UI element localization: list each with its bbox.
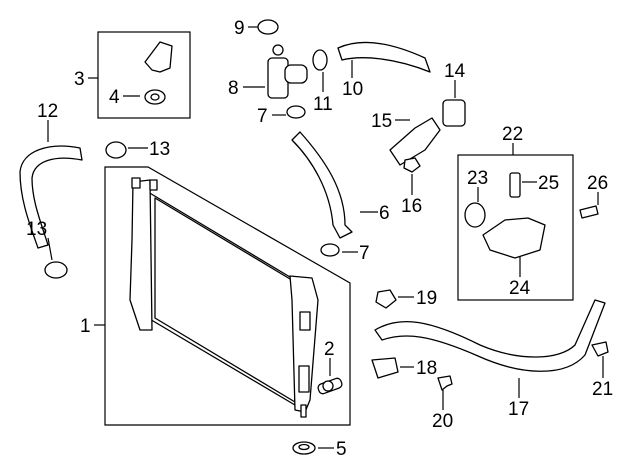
radiator-hose — [19, 145, 83, 249]
radiator-group-box — [104, 166, 351, 426]
bolt — [437, 375, 453, 391]
leader-lines — [47, 26, 604, 449]
upper-hose — [337, 41, 431, 73]
callout-13: 13 — [149, 139, 170, 160]
callout-8: 8 — [228, 78, 239, 99]
callout-24: 24 — [509, 278, 531, 299]
callout-13: 13 — [26, 219, 47, 240]
bolt — [591, 341, 609, 357]
callout-12: 12 — [37, 101, 58, 122]
housing-14 — [442, 99, 466, 127]
drain-plug — [317, 377, 343, 395]
callout-7: 7 — [257, 106, 268, 127]
temperature-sensor — [509, 172, 521, 198]
water-pipe — [374, 299, 606, 372]
thermostat-group-box — [457, 154, 574, 301]
hose-clamp — [44, 261, 68, 279]
callout-2: 2 — [324, 339, 335, 360]
callout-5: 5 — [336, 439, 347, 460]
bracket — [144, 41, 173, 73]
bracket-group-box — [97, 31, 191, 119]
callout-23: 23 — [467, 168, 488, 189]
callout-20: 20 — [432, 411, 453, 432]
thermostat-housing — [482, 217, 546, 259]
water-inlet — [389, 117, 441, 166]
callout-1: 1 — [80, 316, 91, 337]
clamp — [320, 243, 340, 257]
clamp — [286, 105, 306, 119]
callout-26: 26 — [587, 173, 608, 194]
callout-15: 15 — [371, 111, 392, 132]
cap — [257, 19, 279, 35]
nut — [403, 157, 421, 173]
callout-3: 3 — [74, 69, 85, 90]
callout-6: 6 — [379, 203, 390, 224]
callout-21: 21 — [592, 379, 613, 400]
gasket — [371, 357, 399, 379]
hose-clamp — [105, 141, 127, 159]
flange-nut — [375, 289, 397, 309]
callout-16: 16 — [401, 196, 422, 217]
callout-9: 9 — [234, 18, 245, 39]
callout-18: 18 — [416, 358, 437, 379]
callout-7: 7 — [359, 243, 370, 264]
coolant-outlet-housing — [267, 44, 308, 99]
callout-14: 14 — [444, 61, 466, 82]
callout-11: 11 — [313, 94, 333, 115]
callout-10: 10 — [342, 79, 363, 100]
bolt — [579, 205, 599, 219]
lower-hose — [291, 131, 353, 239]
hose-clamp — [312, 49, 328, 71]
callout-17: 17 — [508, 399, 529, 420]
callout-19: 19 — [416, 288, 437, 309]
o-ring — [464, 202, 486, 228]
callout-25: 25 — [538, 173, 559, 194]
radiator — [129, 177, 319, 418]
callout-22: 22 — [502, 124, 523, 145]
callout-4: 4 — [109, 87, 120, 108]
